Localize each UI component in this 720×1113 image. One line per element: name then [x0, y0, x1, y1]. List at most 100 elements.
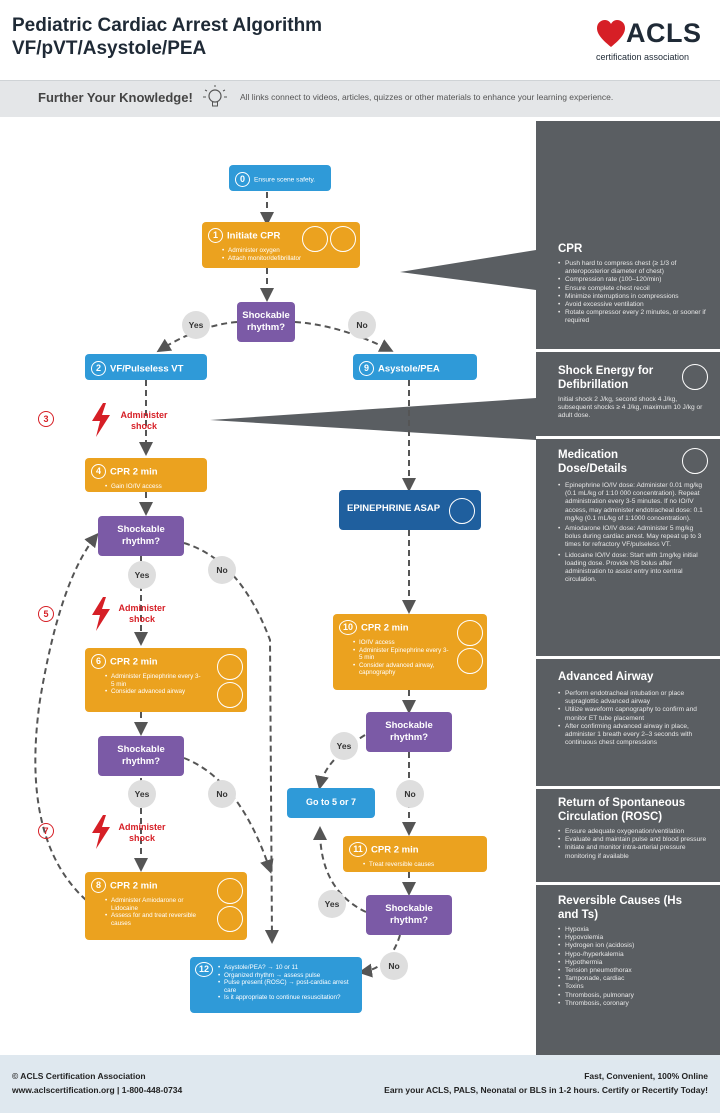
lightning-bolt-icon [92, 597, 110, 631]
list-item: Ensure complete chest recoil [558, 285, 710, 293]
decision-shockable-5: Shockable rhythm? [366, 895, 452, 935]
sidebar-airway-title: Advanced Airway [558, 671, 654, 683]
lightning-bolt-icon [92, 815, 110, 849]
medication-icon[interactable] [217, 878, 243, 904]
decision-shockable-2: Shockable rhythm? [98, 516, 184, 556]
node-6-list: Administer Epinephrine every 3-5 min Con… [91, 673, 201, 696]
shock-label-3[interactable]: Administer shock [120, 410, 168, 431]
footer-contact[interactable]: www.aclscertification.org | 1-800-448-07… [12, 1085, 183, 1095]
sidebar-cpr[interactable]: CPR Push hard to compress chest (≥ 1/3 o… [536, 236, 720, 346]
oxygen-icon[interactable] [302, 226, 328, 252]
decision-text: Shockable rhythm? [385, 903, 433, 926]
syringe-icon [682, 448, 708, 474]
node-12-list: Asystole/PEA? → 10 or 11 Organized rhyth… [196, 964, 356, 1002]
logo-word: ACLS [626, 18, 702, 48]
shock-pointer [210, 398, 536, 440]
shock-label-5[interactable]: Administer shock [118, 603, 166, 624]
step-number: 11 [349, 842, 367, 858]
step-number: 2 [91, 361, 106, 377]
sidebar-rosc[interactable]: Return of Spontaneous Circulation (ROSC)… [536, 790, 720, 880]
sidebar-medication[interactable]: Medication Dose/Details Epinephrine IO/I… [536, 440, 720, 650]
step-number: 6 [91, 654, 106, 670]
list-item: Push hard to compress chest (≥ 1/3 of an… [558, 260, 710, 276]
node-10-title: CPR 2 min [361, 622, 409, 634]
footer-cta[interactable]: Earn your ACLS, PALS, Neonatal or BLS in… [384, 1085, 708, 1095]
logo-subtitle: certification association [596, 52, 690, 62]
cpr-pointer [400, 250, 536, 290]
goto-label: Go to 5 or 7 [305, 797, 356, 807]
node-0-text: Ensure scene safety. [254, 176, 316, 184]
list-item: Utilize waveform capnography to confirm … [558, 706, 710, 722]
acls-logo[interactable]: ACLS certification association [596, 18, 714, 66]
lightning-bolt-icon [92, 403, 110, 437]
no-badge: No [348, 311, 376, 339]
sidebar-cpr-title: CPR [558, 243, 583, 255]
node-4-title: CPR 2 min [110, 466, 158, 478]
node-8-list: Administer Amiodarone or Lidocaine Asses… [91, 897, 201, 927]
list-item: Administer oxygen [222, 247, 354, 255]
node-9-title: Asystole/PEA [378, 363, 440, 375]
yes-badge: Yes [128, 561, 156, 589]
list-item: Pulse present (ROSC) → post-cardiac arre… [218, 979, 356, 994]
list-item: Gain IO/IV access [105, 483, 201, 491]
syringe-icon[interactable] [217, 654, 243, 680]
sidebar-rosc-list: Ensure adequate oxygenation/ventilation … [558, 828, 710, 861]
no-badge: No [208, 556, 236, 584]
node-1-list: Administer oxygen Attach monitor/defibri… [208, 247, 354, 262]
list-item: Thrombosis, pulmonary [558, 992, 710, 1000]
defibrillator-icon[interactable] [330, 226, 356, 252]
syringe-icon[interactable] [457, 648, 483, 674]
knowledge-bar [0, 80, 720, 117]
list-item: Asystole/PEA? → 10 or 11 [218, 964, 356, 972]
list-item: Administer Amiodarone or Lidocaine [105, 897, 201, 912]
list-item: Hypovolemia [558, 934, 710, 942]
list-item: Epinephrine IO/IV dose: Administer 0.01 … [558, 482, 710, 523]
list-item: Ensure adequate oxygenation/ventilation [558, 828, 710, 836]
decision-text: Shockable rhythm? [117, 524, 165, 547]
list-item: Administer Epinephrine every 3-5 min [353, 647, 451, 662]
sidebar-divider [536, 786, 720, 789]
child-icon [682, 364, 708, 390]
sidebar-cpr-list: Push hard to compress chest (≥ 1/3 of an… [558, 260, 710, 326]
list-item: Consider advanced airway, capnography [353, 662, 451, 677]
node-12-next-steps[interactable]: 12 Asystole/PEA? → 10 or 11 Organized rh… [190, 957, 362, 1013]
list-item: Minimize interruptions in compressions [558, 293, 710, 301]
no-badge: No [380, 952, 408, 980]
list-item: Thrombosis, coronary [558, 1000, 710, 1008]
goto-5-or-7[interactable]: Go to 5 or 7 [287, 788, 375, 818]
shock-label-7[interactable]: Administer shock [118, 822, 166, 843]
title-line-2: VF/pVT/Asystole/PEA [12, 38, 207, 59]
airway-icon[interactable] [217, 682, 243, 708]
iv-access-icon[interactable] [457, 620, 483, 646]
list-item: Toxins [558, 983, 710, 991]
yes-badge: Yes [128, 780, 156, 808]
knowledge-title: Further Your Knowledge! [38, 90, 193, 105]
lightbulb-icon [203, 85, 227, 107]
footer: © ACLS Certification Association www.acl… [0, 1055, 720, 1113]
list-item: Is it appropriate to continue resuscitat… [218, 994, 356, 1002]
list-item: Hypothermia [558, 959, 710, 967]
sidebar-rosc-title: Return of Spontaneous Circulation (ROSC) [558, 797, 686, 823]
sidebar-shock-text: Initial shock 2 J/kg, second shock 4 J/k… [558, 396, 703, 420]
syringe-icon[interactable] [217, 906, 243, 932]
step-number: 9 [359, 361, 374, 377]
yes-badge: Yes [182, 311, 210, 339]
node-10-list: IO/IV access Administer Epinephrine ever… [339, 639, 451, 677]
epinephrine-asap[interactable]: EPINEPHRINE ASAP [339, 490, 481, 530]
sidebar-advanced-airway[interactable]: Advanced Airway Perform endotracheal int… [536, 662, 720, 782]
sidebar-reversible-causes[interactable]: Reversible Causes (Hs and Ts) Hypoxia Hy… [536, 888, 720, 1048]
sidebar-shock-title: Shock Energy for Defibrillation [558, 365, 654, 391]
sidebar-shock-energy[interactable]: Shock Energy for Defibrillation Initial … [536, 356, 720, 436]
sidebar-medication-title: Medication Dose/Details [558, 449, 628, 475]
node-9-asystole-pea[interactable]: 9 Asystole/PEA [353, 354, 477, 380]
step-number: 12 [195, 962, 213, 977]
sidebar-medication-list: Epinephrine IO/IV dose: Administer 0.01 … [558, 482, 710, 584]
